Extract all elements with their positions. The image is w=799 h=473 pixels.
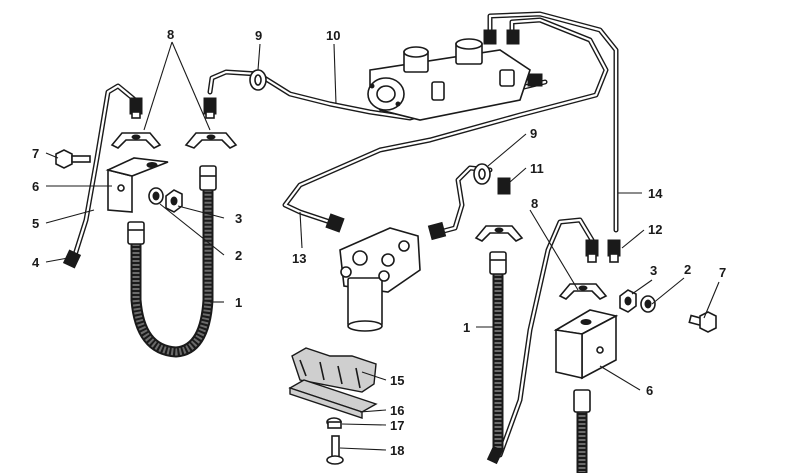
callout-17: 17 <box>390 418 404 433</box>
callout-18: 18 <box>390 443 404 458</box>
callout-5: 5 <box>32 216 39 231</box>
callout-8-top: 8 <box>167 27 174 42</box>
callout-11: 11 <box>530 161 544 176</box>
callout-1-left: 1 <box>235 295 242 310</box>
callout-2-left: 2 <box>235 248 242 263</box>
pressure-regulator <box>339 227 421 332</box>
callout-3-left: 3 <box>235 211 242 226</box>
callout-8-mid: 8 <box>531 196 538 211</box>
brake-pipes <box>71 11 619 458</box>
callout-15: 15 <box>390 373 404 388</box>
callout-labels: 8 9 10 7 6 5 4 3 2 1 9 11 14 8 12 13 3 2… <box>32 27 726 458</box>
callout-1-mid: 1 <box>463 320 470 335</box>
brake-hoses <box>130 182 588 473</box>
callout-16: 16 <box>390 403 404 418</box>
callout-2-right: 2 <box>684 262 691 277</box>
angle-brackets <box>105 157 619 380</box>
callout-6-left: 6 <box>32 179 39 194</box>
callout-9-mid: 9 <box>530 126 537 141</box>
callout-leaders <box>45 41 720 451</box>
callout-9-top: 9 <box>255 28 262 43</box>
master-cylinder <box>367 38 531 121</box>
callout-14: 14 <box>648 186 663 201</box>
callout-6-right: 6 <box>646 383 653 398</box>
callout-3-right: 3 <box>650 263 657 278</box>
fittings <box>62 29 621 465</box>
callout-7-left: 7 <box>32 146 39 161</box>
callout-13: 13 <box>292 251 306 266</box>
callout-10: 10 <box>326 28 340 43</box>
callout-7-right: 7 <box>719 265 726 280</box>
callout-12: 12 <box>648 222 662 237</box>
callout-4: 4 <box>32 255 40 270</box>
pipe-clamp-block <box>288 347 378 419</box>
hose-brackets <box>110 132 608 300</box>
